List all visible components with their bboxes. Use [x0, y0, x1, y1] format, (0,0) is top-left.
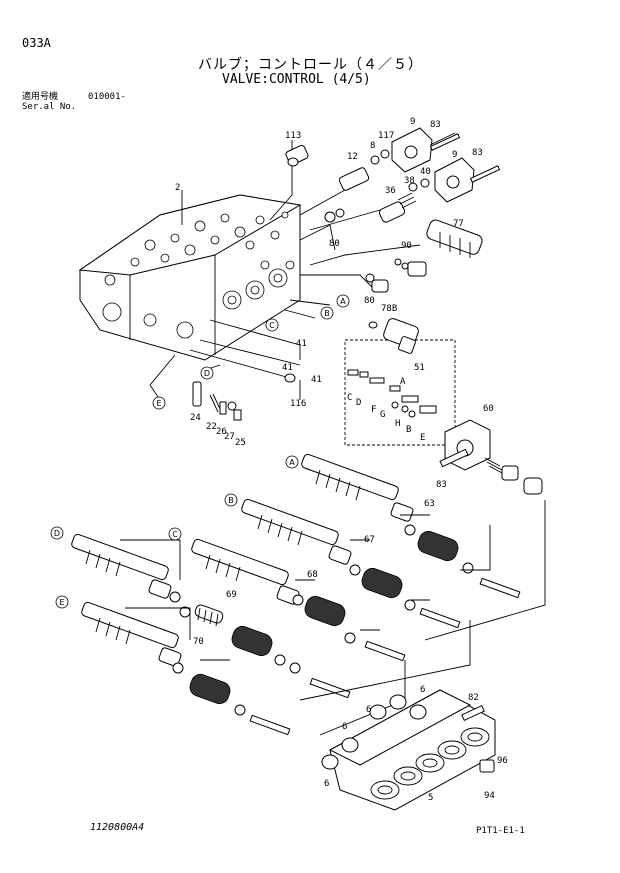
part-label-41: 41 [296, 339, 307, 349]
serial-label-en: Ser.al No. [22, 102, 77, 112]
part-label-38: 38 [404, 176, 415, 186]
part-label-83: 83 [430, 120, 441, 130]
part-label-41b: 41 [282, 363, 293, 373]
spool-E [81, 601, 182, 667]
part-number-labels: 113 2 12 8 117 9 83 9 83 40 38 36 80 77 … [175, 117, 508, 803]
page-title-english: VALVE:CONTROL (4/5) [222, 72, 371, 87]
part-label-26: 26 [216, 427, 227, 437]
part-label-6d: 6 [324, 779, 329, 789]
part-label-6: 6 [420, 685, 425, 695]
callout-D2: D [50, 526, 64, 540]
svg-text:D: D [54, 529, 60, 538]
spring-seats-and-bolts [169, 524, 521, 736]
svg-text:B: B [324, 309, 330, 318]
part-label-117: 117 [378, 131, 394, 141]
callout-E2: E [55, 595, 69, 609]
part-label-77: 77 [453, 219, 464, 229]
callout-A2: A [285, 455, 299, 469]
spool-A [301, 453, 414, 522]
part-label-80: 80 [329, 239, 340, 249]
part-label-96: 96 [497, 756, 508, 766]
sub-label-C: C [347, 393, 352, 403]
part-label-27: 27 [224, 432, 235, 442]
callout-D: D [200, 366, 214, 380]
svg-text:B: B [228, 496, 234, 505]
callout-A: A [336, 294, 350, 308]
spool-C [191, 538, 300, 605]
spool-D [71, 533, 172, 599]
serial-label-jp: 適用号機 [22, 92, 59, 102]
sub-label-F: F [371, 405, 376, 415]
part-label-113: 113 [285, 131, 301, 141]
part-label-9: 9 [410, 117, 415, 127]
part-label-60: 60 [483, 404, 494, 414]
callout-C: C [265, 318, 279, 332]
part-label-9b: 9 [452, 150, 457, 160]
part-label-68: 68 [307, 570, 318, 580]
page-title-japanese: バルブ；コントロール（４／５） [198, 57, 423, 73]
part-label-83c: 83 [436, 480, 447, 490]
serial-value: 010001- [88, 92, 126, 102]
part-label-78b: 78B [381, 304, 397, 314]
part-label-8: 8 [370, 141, 375, 151]
sub-letter-labels: A C D F G H B E [347, 377, 425, 443]
small-pins-left [192, 373, 296, 421]
part-label-22: 22 [206, 422, 217, 432]
svg-text:C: C [269, 321, 275, 330]
svg-text:C: C [172, 530, 178, 539]
part-label-41c: 41 [311, 375, 322, 385]
part-label-83b: 83 [472, 148, 483, 158]
part-label-24: 24 [190, 413, 201, 423]
springs [189, 530, 459, 705]
upper-right-parts [285, 127, 501, 354]
part-label-80b: 80 [364, 296, 375, 306]
callout-E: E [152, 396, 166, 410]
pilot-plug-assembly [347, 369, 437, 418]
valve-housing [78, 194, 302, 361]
part-label-5: 5 [428, 793, 433, 803]
serial-label: 適用号機 Ser.al No. [22, 92, 76, 112]
page-code: 033A [22, 36, 51, 50]
part-label-36: 36 [385, 186, 396, 196]
svg-text:D: D [204, 369, 210, 378]
part-label-12: 12 [347, 152, 358, 162]
part-label-40: 40 [420, 167, 431, 177]
part-label-6b: 6 [366, 705, 371, 715]
part-label-116: 116 [290, 399, 306, 409]
part-label-94: 94 [484, 791, 495, 801]
svg-text:E: E [156, 399, 161, 408]
part-label-63: 63 [424, 499, 435, 509]
part-label-2: 2 [175, 183, 180, 193]
svg-text:E: E [59, 598, 64, 607]
spool-B [241, 498, 352, 565]
svg-text:A: A [340, 297, 346, 306]
sub-label-E: E [420, 433, 425, 443]
part-label-90: 90 [401, 241, 412, 251]
sub-label-G: G [380, 410, 385, 420]
sub-label-H: H [395, 419, 400, 429]
sub-label-D: D [356, 398, 361, 408]
part-label-67: 67 [364, 535, 375, 545]
leader-lines [149, 140, 456, 446]
part-label-6c: 6 [342, 722, 347, 732]
svg-text:A: A [289, 458, 295, 467]
part-label-69: 69 [226, 590, 237, 600]
drawing-number: 1120800A4 [90, 822, 145, 833]
part-label-82: 82 [468, 693, 479, 703]
end-housing [321, 689, 496, 811]
callout-C2: C [168, 527, 182, 541]
callout-B: B [320, 306, 334, 320]
callout-B2: B [224, 493, 238, 507]
callouts: A B C D E A B C D E [50, 294, 350, 609]
part-label-25: 25 [235, 438, 246, 448]
sub-label-A: A [400, 377, 406, 387]
end-cap-assembly [439, 419, 543, 495]
part-label-70: 70 [193, 637, 204, 647]
reference-code: P1T1-E1-1 [476, 826, 525, 836]
sub-label-B: B [406, 425, 411, 435]
part-label-51: 51 [414, 363, 425, 373]
